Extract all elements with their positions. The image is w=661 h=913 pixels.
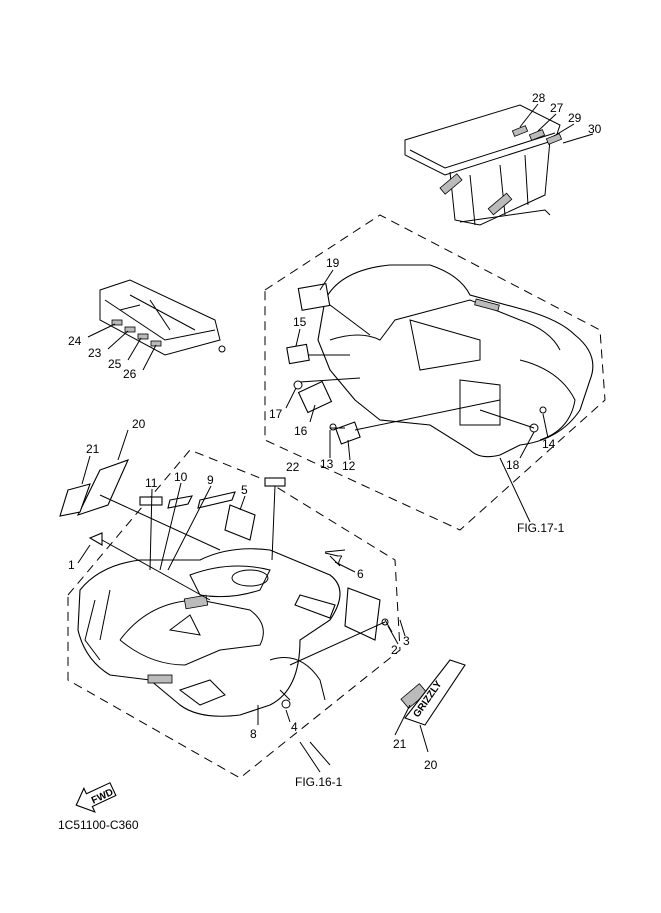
- callout-10: 10: [174, 470, 188, 484]
- diagram-code: 1C51100-C360: [58, 818, 139, 832]
- callout-26: 26: [123, 367, 137, 381]
- callout-2: 2: [391, 643, 398, 657]
- rear-carrier: [404, 103, 594, 226]
- callout-6: 6: [357, 567, 364, 581]
- callout-12: 12: [342, 459, 356, 473]
- callout-17: 17: [269, 407, 283, 421]
- callout-28: 28: [532, 91, 546, 105]
- callout-20b: 20: [424, 758, 438, 772]
- callout-19: 19: [326, 256, 340, 270]
- fwd-arrow-icon: FWD: [75, 782, 117, 813]
- callout-18: 18: [506, 458, 520, 472]
- callout-21: 21: [86, 442, 100, 456]
- front-carrier: [87, 279, 226, 371]
- callout-14: 14: [542, 437, 556, 451]
- callout-20: 20: [132, 417, 146, 431]
- callout-7: 7: [336, 553, 343, 567]
- front-fender: [77, 548, 341, 717]
- rear-fender-group-boundary: [264, 214, 606, 531]
- callout-8: 8: [250, 727, 257, 741]
- callout-23: 23: [88, 346, 102, 360]
- callout-27: 27: [550, 101, 564, 115]
- callout-3: 3: [403, 634, 410, 648]
- callout-5: 5: [241, 483, 248, 497]
- callout-13: 13: [320, 457, 334, 471]
- fig-ref-front: FIG.16-1: [295, 775, 343, 789]
- callout-15: 15: [293, 315, 307, 329]
- callout-22: 22: [286, 460, 300, 474]
- callout-29: 29: [568, 111, 582, 125]
- callout-11: 11: [145, 476, 158, 490]
- front-fender-group-boundary: [67, 449, 401, 779]
- callout-16: 16: [294, 424, 308, 438]
- callout-9: 9: [207, 473, 214, 487]
- callout-4: 4: [291, 720, 298, 734]
- callout-1: 1: [68, 558, 75, 572]
- front-decals: GRIZZLY: [59, 429, 466, 773]
- callout-labels: 28 27 29 30 19 15 17 16 13 12 18 14 24 2…: [68, 91, 602, 772]
- callout-21b: 21: [393, 737, 407, 751]
- callout-30: 30: [588, 122, 602, 136]
- rear-fender: [285, 264, 594, 523]
- fig-ref-rear: FIG.17-1: [517, 521, 565, 535]
- callout-25: 25: [108, 357, 122, 371]
- callout-24: 24: [68, 334, 82, 348]
